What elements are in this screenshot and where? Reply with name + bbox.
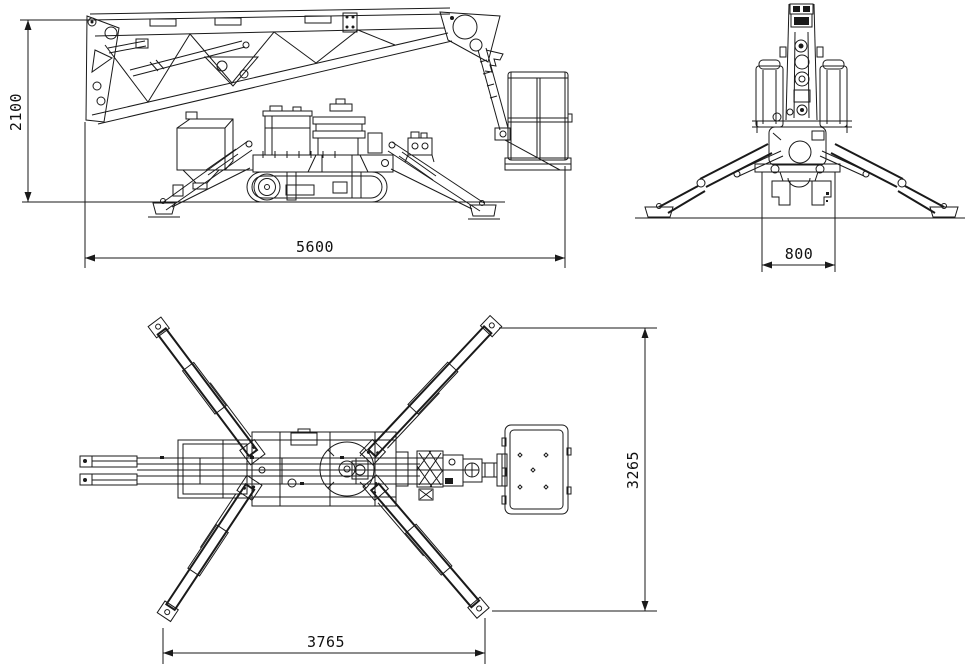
basket-side [504,71,573,171]
lower-boom [91,29,453,125]
top-spread-label: 3765 [307,633,345,651]
chassis-top [177,428,444,507]
outrigger-top-front-right [359,314,503,466]
basket-top [501,424,572,515]
track-undercarriage [246,171,388,203]
boom-knuckle [439,11,561,171]
boom-top [79,453,508,487]
dimension-top-width: 3265 [492,327,657,612]
body-front [754,126,841,206]
outrigger-top-rear-left [156,474,263,623]
dimension-side-length: 5600 [84,122,566,268]
side-height-label: 2100 [7,93,25,131]
front-width-label: 800 [785,245,814,263]
mast [779,3,824,121]
outrigger-front-right [819,143,962,219]
turret [307,98,369,173]
guard-panels [752,59,852,133]
front-view: 800 [635,3,965,272]
dimension-front-width: 800 [761,172,836,272]
side-length-label: 5600 [296,238,334,256]
dimension-top-spread: 3765 [162,618,486,664]
side-view: 2100 5600 [7,7,573,268]
top-view: 3265 3765 [79,314,657,664]
outrigger-side-right [387,141,500,220]
top-width-label: 3265 [624,451,642,489]
boom-tail [85,15,120,123]
outrigger-top-front-left [147,316,266,466]
engine-box [262,105,313,156]
outrigger-front-left [641,143,784,219]
fuel-tank [176,111,234,190]
outrigger-side-left [148,140,253,218]
upper-boom [89,7,451,37]
outrigger-top-rear-right [362,474,490,619]
dimension-side-height: 2100 [7,19,95,202]
